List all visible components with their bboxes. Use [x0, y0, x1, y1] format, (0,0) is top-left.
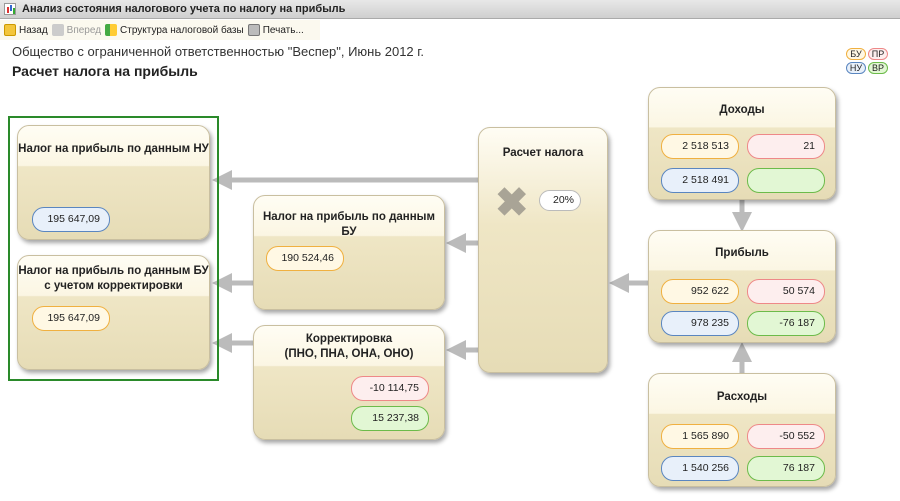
tax-rate: 20% [539, 190, 581, 211]
page-title: Расчет налога на прибыль [12, 63, 198, 79]
nu-value: 2 518 491 [661, 168, 739, 193]
organization-period: Общество с ограниченной ответственностью… [12, 44, 425, 59]
vr-value: -76 187 [747, 311, 825, 336]
box-title: Налог на прибыль по данным БУ [262, 211, 436, 238]
window-titlebar: Анализ состояния налогового учета по нал… [0, 0, 900, 19]
toolbar: Назад Вперед Структура налоговой базы Пе… [0, 20, 320, 40]
printer-icon [247, 24, 260, 36]
box-title: Налог на прибыль по данным БУ [18, 265, 209, 277]
pr-value: 21 [747, 134, 825, 159]
structure-icon [105, 24, 118, 36]
structure-button[interactable]: Структура налоговой базы [105, 24, 244, 36]
box-title: Расходы [716, 391, 768, 403]
back-arrow-icon [4, 24, 16, 36]
legend-pr: ПР [868, 48, 888, 60]
nu-value: 195 647,09 [32, 207, 110, 232]
bu-value: 195 647,09 [32, 306, 110, 331]
box-title: Доходы [719, 104, 765, 116]
tax-calc-box[interactable]: Расчет налога ✖ 20% [478, 127, 608, 373]
bu-value: 952 622 [661, 279, 739, 304]
report-icon [4, 3, 16, 15]
bu-value: 1 565 890 [661, 424, 739, 449]
tax-bu-corrected-box[interactable]: Налог на прибыль по данным БУ с учетом к… [17, 255, 210, 370]
pr-value: 50 574 [747, 279, 825, 304]
tax-bu-box[interactable]: Налог на прибыль по данным БУ 190 524,46 [253, 195, 445, 310]
window-title: Анализ состояния налогового учета по нал… [22, 3, 346, 15]
box-title: Корректировка [305, 333, 393, 345]
print-button[interactable]: Печать... [247, 24, 304, 36]
pr-value: -10 114,75 [351, 376, 429, 401]
back-button[interactable]: Назад [4, 24, 48, 36]
nu-value: 1 540 256 [661, 456, 739, 481]
pr-value: -50 552 [747, 424, 825, 449]
bu-value: 190 524,46 [266, 246, 344, 271]
income-box[interactable]: Доходы 2 518 513 21 2 518 491 [648, 87, 836, 200]
selection-frame [8, 116, 219, 381]
forward-button[interactable]: Вперед [51, 24, 101, 36]
box-title: Расчет налога [502, 147, 584, 159]
correction-box[interactable]: Корректировка (ПНО, ПНА, ОНА, ОНО) -10 1… [253, 325, 445, 440]
expenses-box[interactable]: Расходы 1 565 890 -50 552 1 540 256 76 1… [648, 373, 836, 487]
vr-value: 15 237,38 [351, 406, 429, 431]
forward-arrow-icon [51, 24, 64, 36]
legend-vr: ВР [868, 62, 888, 74]
nu-value: 978 235 [661, 311, 739, 336]
vr-value [747, 168, 825, 193]
legend-bu: БУ [846, 48, 866, 60]
box-subtitle: (ПНО, ПНА, ОНА, ОНО) [284, 348, 414, 360]
box-title: Прибыль [715, 247, 769, 259]
vr-value: 76 187 [747, 456, 825, 481]
tax-nu-box[interactable]: Налог на прибыль по данным НУ 195 647,09 [17, 125, 210, 240]
bu-value: 2 518 513 [661, 134, 739, 159]
box-title: Налог на прибыль по данным НУ [18, 143, 209, 155]
box-subtitle: с учетом корректировки [44, 280, 183, 292]
multiply-icon: ✖ [495, 181, 529, 225]
legend-nu: НУ [846, 62, 866, 74]
profit-box[interactable]: Прибыль 952 622 50 574 978 235 -76 187 [648, 230, 836, 343]
legend: БУ ПР НУ ВР [846, 48, 888, 74]
